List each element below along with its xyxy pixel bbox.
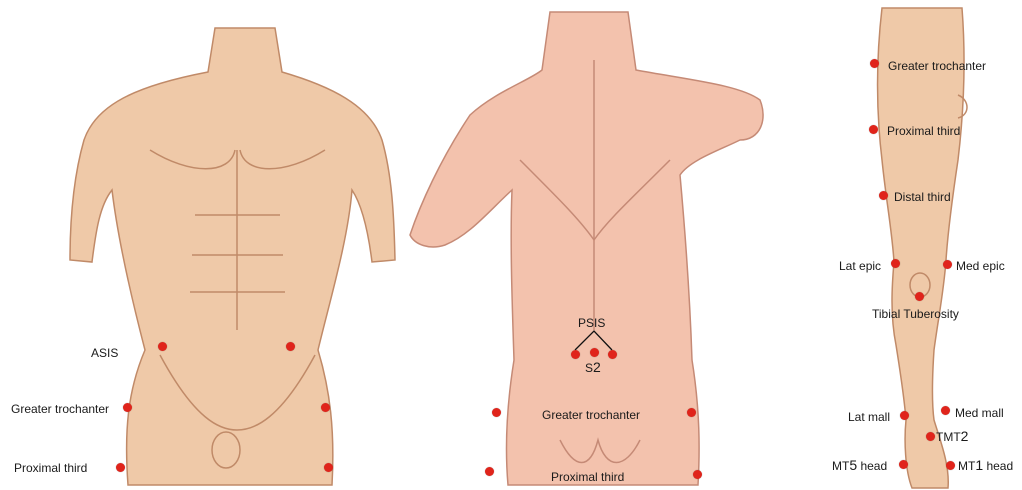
back-proximal-third-left-marker xyxy=(485,467,494,476)
front-asis-right-marker xyxy=(286,342,295,351)
leg-greater-trochanter-label: Greater trochanter xyxy=(888,59,986,73)
leg-distal-third-label: Distal third xyxy=(894,190,951,204)
front-asis-label: ASIS xyxy=(91,346,118,360)
leg-mt1-prefix: MT xyxy=(958,459,975,473)
leg-tmt2-marker xyxy=(926,432,935,441)
leg-mt5-head-marker xyxy=(899,460,908,469)
leg-tmt2-prefix: TMT xyxy=(936,430,961,444)
leg-lat-mall-label: Lat mall xyxy=(848,410,890,424)
leg-med-mall-label: Med mall xyxy=(955,406,1004,420)
leg-med-epic-label: Med epic xyxy=(956,259,1005,273)
back-proximal-third-right-marker xyxy=(693,470,702,479)
front-proximal-third-left-marker xyxy=(116,463,125,472)
leg-distal-third-marker xyxy=(879,191,888,200)
leg-tibial-tuberosity-label: Tibial Tuberosity xyxy=(872,307,959,321)
back-psis-right-marker xyxy=(608,350,617,359)
leg-mt5-suffix: head xyxy=(857,459,887,473)
leg-mt1-suffix: head xyxy=(983,459,1013,473)
back-greater-trochanter-right-marker xyxy=(687,408,696,417)
leg-mt5-prefix: MT xyxy=(832,459,849,473)
front-greater-trochanter-left-marker xyxy=(123,403,132,412)
back-s2-prefix: S xyxy=(585,361,593,375)
back-proximal-third-label: Proximal third xyxy=(551,470,624,484)
front-asis-left-marker xyxy=(158,342,167,351)
back-greater-trochanter-label: Greater trochanter xyxy=(542,408,640,422)
back-greater-trochanter-left-marker xyxy=(492,408,501,417)
leg-med-epic-marker xyxy=(943,260,952,269)
leg-lat-mall-marker xyxy=(900,411,909,420)
leg-mt1-head-marker xyxy=(946,461,955,470)
leg-tmt2-number: 2 xyxy=(961,428,969,444)
leg-illustration xyxy=(878,8,968,488)
front-greater-trochanter-label: Greater trochanter xyxy=(11,402,109,416)
back-s2-marker xyxy=(590,348,599,357)
leg-mt1-number: 1 xyxy=(975,457,983,473)
front-proximal-third-right-marker xyxy=(324,463,333,472)
leg-tmt2-label: TMT2 xyxy=(936,429,968,444)
leg-proximal-third-label: Proximal third xyxy=(887,124,960,138)
leg-proximal-third-marker xyxy=(869,125,878,134)
leg-greater-trochanter-marker xyxy=(870,59,879,68)
front-greater-trochanter-right-marker xyxy=(321,403,330,412)
back-s2-label: S2 xyxy=(585,360,601,375)
front-torso-illustration xyxy=(70,28,395,485)
leg-lat-epic-label: Lat epic xyxy=(839,259,881,273)
back-s2-number: 2 xyxy=(593,359,601,375)
back-psis-label: PSIS xyxy=(578,316,605,330)
leg-med-mall-marker xyxy=(941,406,950,415)
leg-mt5-number: 5 xyxy=(849,457,857,473)
leg-tibial-tuberosity-marker xyxy=(915,292,924,301)
leg-mt1-head-label: MT1 head xyxy=(958,458,1013,473)
leg-lat-epic-marker xyxy=(891,259,900,268)
leg-mt5-head-label: MT5 head xyxy=(832,458,887,473)
front-proximal-third-label: Proximal third xyxy=(14,461,87,475)
back-psis-left-marker xyxy=(571,350,580,359)
